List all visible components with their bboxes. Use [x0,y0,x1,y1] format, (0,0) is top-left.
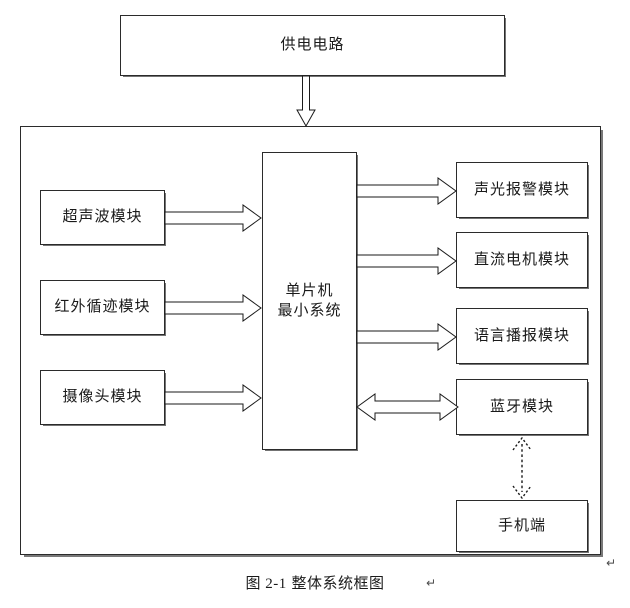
output-module-voice-broadcast-label: 语言播报模块 [473,326,570,344]
input-module-ultrasonic: 超声波模块 [40,190,165,245]
arrow-mcu-bluetooth-bidirectional [356,393,459,421]
arrow-ultrasonic-to-mcu [164,204,262,232]
paragraph-mark-caption: ↵ [426,576,437,590]
arrow-mcu-to-dc-motor [356,247,457,275]
input-module-infrared-tracking-label: 红外循迹模块 [54,298,151,316]
output-module-bluetooth: 蓝牙模块 [456,379,588,435]
output-module-dc-motor-label: 直流电机模块 [473,250,570,268]
paragraph-mark-right: ↵ [606,556,617,570]
arrow-infrared-to-mcu [164,294,262,322]
figure-caption-text: 整体系统框图 [291,575,385,592]
power-supply-label: 供电电路 [280,36,345,54]
mobile-phone-terminal-box: 手机端 [456,500,588,552]
output-module-audible-visual-alarm-label: 声光报警模块 [473,180,570,198]
figure-caption: 图 2-1 整体系统框图 [0,572,630,593]
figure-caption-number: 图 2-1 [245,576,287,592]
output-module-bluetooth-label: 蓝牙模块 [489,397,554,415]
mcu-minimum-system-box: 单片机 最小系统 [262,152,357,450]
input-module-camera-label: 摄像头模块 [62,388,143,406]
input-module-ultrasonic-label: 超声波模块 [62,208,143,226]
mcu-label-line1: 单片机 [285,281,334,299]
arrow-camera-to-mcu [164,384,262,412]
input-module-infrared-tracking: 红外循迹模块 [40,280,165,335]
output-module-voice-broadcast: 语言播报模块 [456,308,588,364]
mobile-phone-terminal-label: 手机端 [497,516,546,534]
mcu-label-line2: 最小系统 [277,302,342,319]
input-module-camera: 摄像头模块 [40,370,165,425]
arrow-mcu-to-voice-broadcast [356,323,457,351]
power-supply-box: 供电电路 [120,15,505,76]
arrow-bluetooth-phone-wireless [512,436,532,500]
arrow-power-to-system [296,75,316,128]
output-module-audible-visual-alarm: 声光报警模块 [456,162,588,218]
arrow-mcu-to-alarm [356,177,457,205]
output-module-dc-motor: 直流电机模块 [456,232,588,288]
